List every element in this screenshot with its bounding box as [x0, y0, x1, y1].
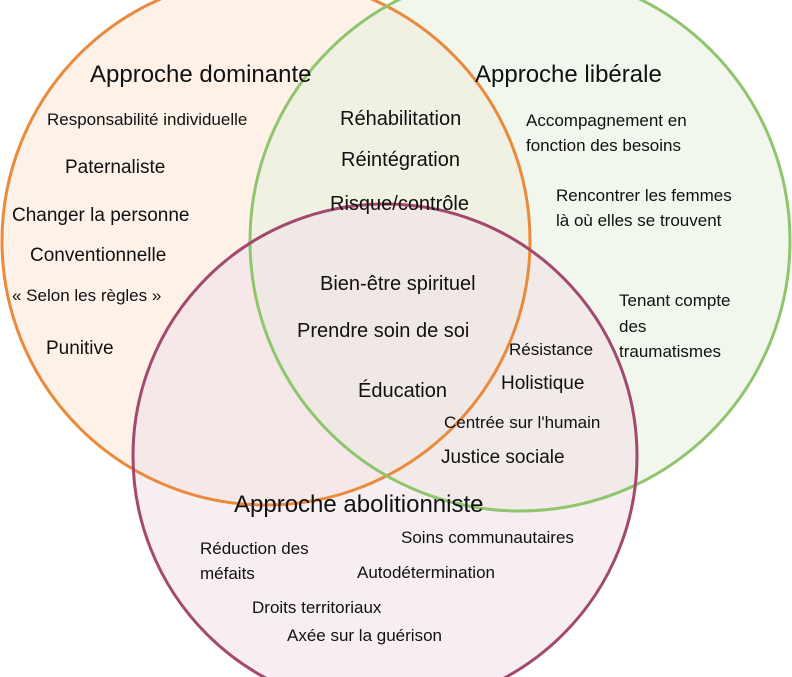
abolitionist-item: Autodétermination: [357, 563, 495, 582]
liberal-item-line: traumatismes: [619, 342, 721, 361]
overlap-dominant-liberal-item: Risque/contrôle: [330, 193, 469, 215]
liberal-item-line: des: [619, 317, 646, 336]
liberal-item-line: fonction des besoins: [526, 136, 681, 155]
liberal-item-line: Accompagnement en: [526, 111, 687, 130]
abolitionist-item-line: Réduction des: [200, 539, 309, 558]
overlap-liberal-abolitionist-item: Résistance: [509, 340, 593, 359]
abolitionist-item: Soins communautaires: [401, 528, 574, 547]
liberal-item-line: Tenant compte: [619, 291, 731, 310]
dominant-item: Punitive: [46, 338, 114, 359]
overlap-all-item: Bien-être spirituel: [320, 273, 476, 295]
overlap-all-item: Éducation: [358, 379, 447, 402]
dominant-item: Responsabilité individuelle: [47, 110, 247, 129]
overlap-all-item: Prendre soin de soi: [297, 320, 469, 342]
dominant-item: Paternaliste: [65, 157, 165, 178]
dominant-item: « Selon les règles »: [12, 286, 161, 305]
dominant-item: Changer la personne: [12, 205, 189, 226]
liberal-title: Approche libérale: [475, 61, 662, 88]
overlap-liberal-abolitionist-item: Holistique: [501, 373, 584, 394]
abolitionist-item: Axée sur la guérison: [287, 626, 442, 645]
dominant-item: Conventionnelle: [30, 245, 166, 266]
overlap-dominant-liberal-item: Réintégration: [341, 149, 460, 171]
abolitionist-item-line: méfaits: [200, 564, 255, 583]
overlap-liberal-abolitionist-item: Justice sociale: [441, 447, 565, 468]
abolitionist-circle: [133, 204, 637, 677]
dominant-title: Approche dominante: [90, 61, 311, 88]
liberal-item-line: Rencontrer les femmes: [556, 186, 732, 205]
overlap-dominant-liberal-item: Réhabilitation: [340, 108, 461, 130]
dominant-circle-outline: [0, 0, 532, 507]
liberal-circle-outline: [248, 0, 792, 513]
abolitionist-item: Droits territoriaux: [252, 598, 382, 617]
abolitionist-title: Approche abolitionniste: [234, 491, 484, 518]
abolitionist-circle-outline: [131, 202, 639, 677]
overlap-liberal-abolitionist-item: Centrée sur l'humain: [444, 413, 600, 432]
liberal-item-line: là où elles se trouvent: [556, 211, 722, 230]
